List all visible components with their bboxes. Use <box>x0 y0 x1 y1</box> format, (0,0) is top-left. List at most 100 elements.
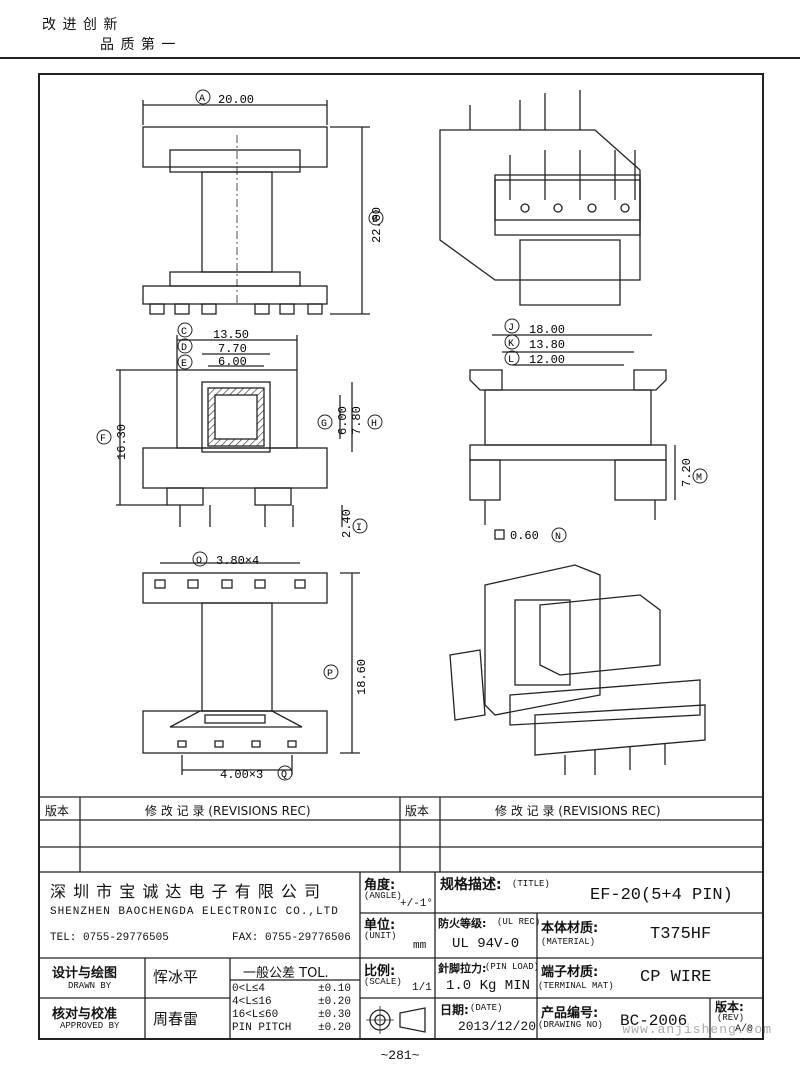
marker-p: P <box>327 669 333 680</box>
ul-value: UL 94V-0 <box>452 936 520 952</box>
unit-label: 单位: <box>364 918 396 933</box>
top-view <box>116 335 353 527</box>
slogan-line-1: 改 进 创 新 <box>42 17 119 33</box>
dim-p-value: 18.60 <box>355 659 369 695</box>
dim-l-value: 12.00 <box>529 353 565 367</box>
rev-col-version-1: 版本 <box>45 804 70 818</box>
dim-c-value: 13.50 <box>213 328 249 342</box>
marker-q: Q <box>281 770 287 781</box>
material-value: T375HF <box>650 925 712 944</box>
marker-b: B <box>372 215 378 226</box>
table-grid <box>40 796 762 1038</box>
rev-col-record-2: 修 改 记 录 (REVISIONS REC) <box>495 804 661 818</box>
drawing-no-value: BC-2006 <box>620 1012 688 1030</box>
ul-label: 防火等级: <box>438 917 487 930</box>
marker-m: M <box>696 473 702 484</box>
engineering-drawing: 20.00 A 22.00 B 13.50 7.70 6.00 <box>40 89 762 1038</box>
watermark-text: www.anjisheng.com <box>622 1022 772 1037</box>
rev-col-record-1: 修 改 记 录 (REVISIONS REC) <box>145 804 311 818</box>
pinload-value: 1.0 Kg MIN <box>446 978 531 994</box>
terminal-label-en: (TERMINAL MAT) <box>538 981 614 991</box>
dim-k-value: 13.80 <box>529 338 565 352</box>
pinload-label-en: (PIN LOAD) <box>485 962 540 972</box>
page-number: ~281~ <box>380 1048 420 1063</box>
tolerance-value: ±0.10 <box>318 983 352 995</box>
drawing-frame <box>38 73 764 1040</box>
marker-h: H <box>371 419 377 430</box>
scale-label: 比例: <box>364 964 396 979</box>
date-label: 日期: <box>440 1003 469 1017</box>
marker-e: E <box>181 359 187 370</box>
front-view <box>142 100 370 315</box>
title-label: 规格描述: <box>440 877 502 893</box>
dim-e-value: 6.00 <box>218 355 247 369</box>
angle-label-en: (ANGLE) <box>364 891 402 901</box>
tolerance-value: ±0.20 <box>318 996 352 1008</box>
header-rule <box>0 57 800 59</box>
drawn-by-label-en: DRAWN BY <box>68 981 112 991</box>
pinload-label: 針脚拉力: <box>438 962 487 975</box>
drawing-no-label: 产品编号: <box>541 1006 599 1021</box>
title-label-en: (TITLE) <box>512 879 550 889</box>
marker-g: G <box>321 419 327 430</box>
scale-label-en: (SCALE) <box>364 977 402 987</box>
dim-m-value: 7.20 <box>680 458 694 487</box>
side-view <box>469 334 676 540</box>
slogan-line-2: 品 质 第 一 <box>100 37 177 53</box>
material-label: 本体材质: <box>541 921 599 936</box>
date-value: 2013/12/20 <box>458 1019 537 1034</box>
rev-label: 版本: <box>715 1000 744 1014</box>
company-name-en: SHENZHEN BAOCHENGDA ELECTRONIC CO.,LTD <box>50 906 339 918</box>
tolerance-range: PIN PITCH <box>232 1022 292 1034</box>
scale-value: 1/1 <box>412 982 432 994</box>
material-label-en: (MATERIAL) <box>541 937 596 947</box>
rev-value: A/0 <box>735 1024 754 1035</box>
angle-value: +/-1° <box>400 898 434 910</box>
drawn-by-value: 恽冰平 <box>153 968 199 986</box>
dim-f-value: 16.30 <box>115 424 129 460</box>
ul-label-en: (UL REC) <box>497 917 541 927</box>
title-value: EF-20(5+4 PIN) <box>590 886 733 905</box>
marker-j: J <box>508 323 514 334</box>
dim-q-value: 4.00×3 <box>220 768 263 782</box>
approved-by-label: 核对与校准 <box>52 1007 118 1022</box>
approved-by-value: 周春雷 <box>153 1010 199 1028</box>
bottom-view <box>142 562 360 775</box>
marker-f: F <box>100 434 106 445</box>
rev-label-en: (REV) <box>717 1013 745 1023</box>
terminal-value: CP WIRE <box>640 968 712 987</box>
tolerance-value: ±0.20 <box>318 1022 352 1034</box>
tolerance-range: 4<L≤16 <box>232 996 272 1008</box>
drawing-no-label-en: (DRAWING NO) <box>538 1020 603 1030</box>
marker-i: I <box>356 523 362 534</box>
marker-o: O <box>196 556 202 567</box>
tolerance-header: 一般公差 TOL. <box>243 966 329 981</box>
dim-h-value: 7.80 <box>350 406 364 435</box>
company-tel: TEL: 0755-29776505 <box>50 932 169 944</box>
date-label-en: (DATE) <box>470 1003 503 1013</box>
unit-value: mm <box>413 940 427 952</box>
marker-k: K <box>508 339 514 350</box>
unit-label-en: (UNIT) <box>364 931 397 941</box>
tolerance-range: 0<L≤4 <box>232 983 266 995</box>
dim-o-value: 3.80×4 <box>216 554 259 568</box>
drawn-by-label: 设计与绘图 <box>52 966 118 981</box>
marker-l: L <box>508 355 514 366</box>
dim-j-value: 18.00 <box>529 323 565 337</box>
company-fax: FAX: 0755-29776506 <box>232 932 351 944</box>
marker-c: C <box>181 327 187 338</box>
marker-n: N <box>555 532 561 543</box>
dim-n-value: 0.60 <box>510 529 539 543</box>
iso-view-top <box>439 90 641 306</box>
terminal-label: 端子材质: <box>541 965 599 980</box>
rev-col-version-2: 版本 <box>405 804 430 818</box>
dim-i-value: 2.40 <box>340 509 354 538</box>
dim-a-value: 20.00 <box>218 93 254 107</box>
angle-label: 角度: <box>364 878 396 893</box>
marker-a: A <box>199 94 205 105</box>
dim-d-value: 7.70 <box>218 342 247 356</box>
marker-d: D <box>181 343 187 354</box>
company-name-cn: 深 圳 市 宝 诚 达 电 子 有 限 公 司 <box>50 882 321 901</box>
tolerance-value: ±0.30 <box>318 1009 352 1021</box>
dim-g-value: 6.00 <box>336 406 350 435</box>
